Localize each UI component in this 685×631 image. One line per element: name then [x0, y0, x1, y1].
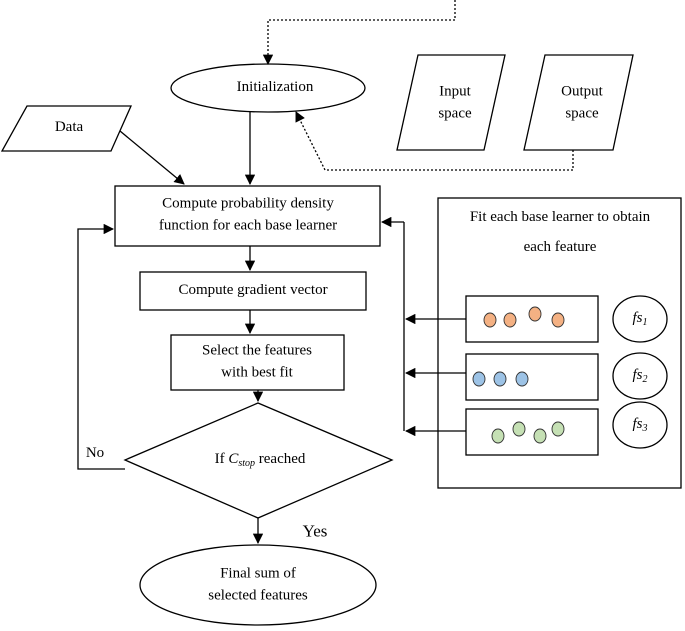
input-space-line-2: space [438, 105, 472, 121]
select-features-line-2: with best fit [221, 364, 293, 380]
initialization-node [170, 63, 366, 113]
feature-3-var: fs [632, 415, 643, 432]
edge-output-to-init [295, 111, 574, 171]
feature-2-dot [515, 371, 529, 387]
compute-pdf-label: Compute probability density function for… [159, 193, 337, 237]
output-space-line-2: space [565, 105, 599, 121]
decision-prefix: If [214, 450, 229, 467]
feature-label-ellipse-2 [612, 352, 668, 400]
input-space-node [396, 54, 506, 151]
fit-panel-line-1: Fit each base learner to obtain [469, 209, 651, 225]
output-space-node [523, 54, 634, 151]
feature-box-2 [465, 353, 599, 401]
feature-1-dot [528, 306, 542, 322]
feature-1-sub: 1 [642, 316, 648, 328]
fit-panel [437, 197, 682, 489]
input-space-line-1: Input [439, 83, 471, 100]
fit-panel-label: Fit each base learner to obtain each fea… [470, 202, 650, 262]
feature-3-dot [533, 428, 547, 444]
output-space-line-1: Output [561, 83, 603, 100]
compute-pdf-node [114, 185, 381, 247]
feature-2-sub: 2 [642, 373, 648, 385]
feature-label-1: fs1 [632, 308, 647, 331]
compute-gradient-node [139, 271, 367, 311]
decision-label: If Cstop reached [215, 449, 306, 472]
feature-1-var: fs [632, 309, 643, 326]
compute-gradient-label: Compute gradient vector [178, 282, 328, 299]
feature-3-sub: 3 [642, 422, 648, 434]
feature-2-dot [493, 371, 507, 387]
feature-3-dot [551, 421, 565, 437]
feature-1-dot [483, 312, 497, 328]
edge-no-loop [77, 223, 125, 470]
feature-3-dot [491, 428, 505, 444]
no-edge-label: No [85, 445, 105, 462]
feature-label-ellipse-3 [612, 401, 668, 449]
feature-3-dot [512, 421, 526, 437]
compute-pdf-line-2: function for each base learner [158, 217, 338, 233]
select-features-line-1: Select the features [202, 342, 312, 359]
final-line-2: selected features [208, 587, 308, 603]
initialization-label: Initialization [236, 79, 314, 96]
feature-1-dot [551, 312, 565, 328]
feature-label-3: fs3 [632, 414, 647, 437]
decision-suffix: reached [255, 450, 306, 467]
yes-edge-label: Yes [302, 521, 328, 541]
input-space-label: Input space [438, 81, 471, 125]
feature-box-3 [465, 408, 599, 456]
final-line-1: Final sum of [220, 565, 296, 582]
final-node [139, 544, 377, 626]
feature-2-dot [472, 371, 486, 387]
edge-data-to-pdf [119, 130, 185, 185]
data-node [0, 105, 133, 152]
final-label: Final sum of selected features [208, 563, 308, 607]
output-space-label: Output space [561, 81, 603, 125]
compute-pdf-line-1: Compute probability density [162, 195, 334, 212]
data-label: Data [54, 119, 84, 136]
feature-1-dot [503, 312, 517, 328]
feature-label-2: fs2 [632, 365, 647, 388]
decision-sub: stop [238, 457, 256, 469]
select-features-label: Select the features with best fit [202, 340, 312, 384]
fit-panel-line-2: each feature [523, 239, 597, 255]
decision-var: C [228, 450, 239, 467]
dotted-entry-edge [262, 0, 456, 66]
feature-label-ellipse-1 [612, 295, 668, 343]
feature-2-var: fs [632, 366, 643, 383]
